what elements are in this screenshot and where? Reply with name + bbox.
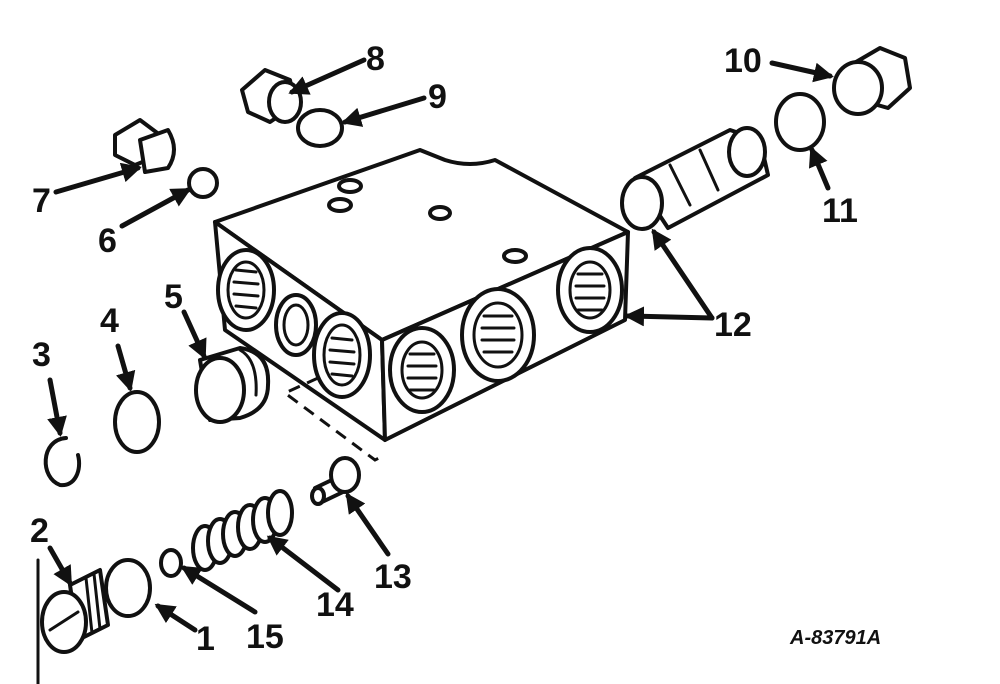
leader-lines — [47, 57, 834, 633]
callout-3: 3 — [32, 336, 51, 374]
callout-13: 13 — [374, 558, 412, 596]
top-port — [337, 178, 363, 194]
top-port — [327, 197, 353, 213]
part-1-o-ring — [104, 558, 152, 618]
part-3-snap-ring — [43, 436, 81, 488]
top-port — [428, 205, 452, 221]
port-right-3 — [556, 246, 624, 334]
callout-11: 11 — [822, 192, 858, 230]
callout-14: 14 — [316, 586, 354, 624]
part-14-spring — [191, 489, 294, 572]
callout-4: 4 — [100, 302, 119, 340]
port-right-2 — [460, 287, 536, 383]
callout-15: 15 — [246, 618, 284, 656]
top-port — [502, 248, 528, 264]
port-left-2 — [274, 293, 318, 357]
callout-12: 12 — [714, 306, 752, 344]
drawing-number: A-83791A — [789, 627, 881, 649]
valve-body-top — [213, 148, 630, 342]
part-11-o-ring — [774, 92, 826, 152]
port-left-1 — [216, 248, 276, 332]
part-10-plug — [832, 46, 912, 116]
port-right-1 — [388, 326, 456, 414]
part-5-plug — [194, 346, 271, 424]
part-13-poppet — [310, 456, 361, 506]
callout-7: 7 — [32, 182, 51, 220]
callout-10: 10 — [724, 42, 762, 80]
callout-8: 8 — [366, 40, 385, 78]
callout-2: 2 — [30, 512, 49, 550]
callout-6: 6 — [98, 222, 117, 260]
part-9-o-ring — [296, 108, 344, 148]
part-8-plug — [240, 68, 303, 124]
part-12-spool — [620, 126, 770, 231]
part-15-washer — [159, 548, 183, 578]
callout-9: 9 — [428, 78, 447, 116]
port-left-3 — [312, 311, 372, 399]
part-7-plug — [113, 118, 176, 174]
callout-5: 5 — [164, 278, 183, 316]
callout-1: 1 — [196, 620, 215, 658]
part-2-plug — [40, 568, 110, 654]
part-6-washer — [187, 167, 219, 199]
part-4-o-ring — [113, 390, 161, 454]
valve-body — [213, 148, 630, 442]
